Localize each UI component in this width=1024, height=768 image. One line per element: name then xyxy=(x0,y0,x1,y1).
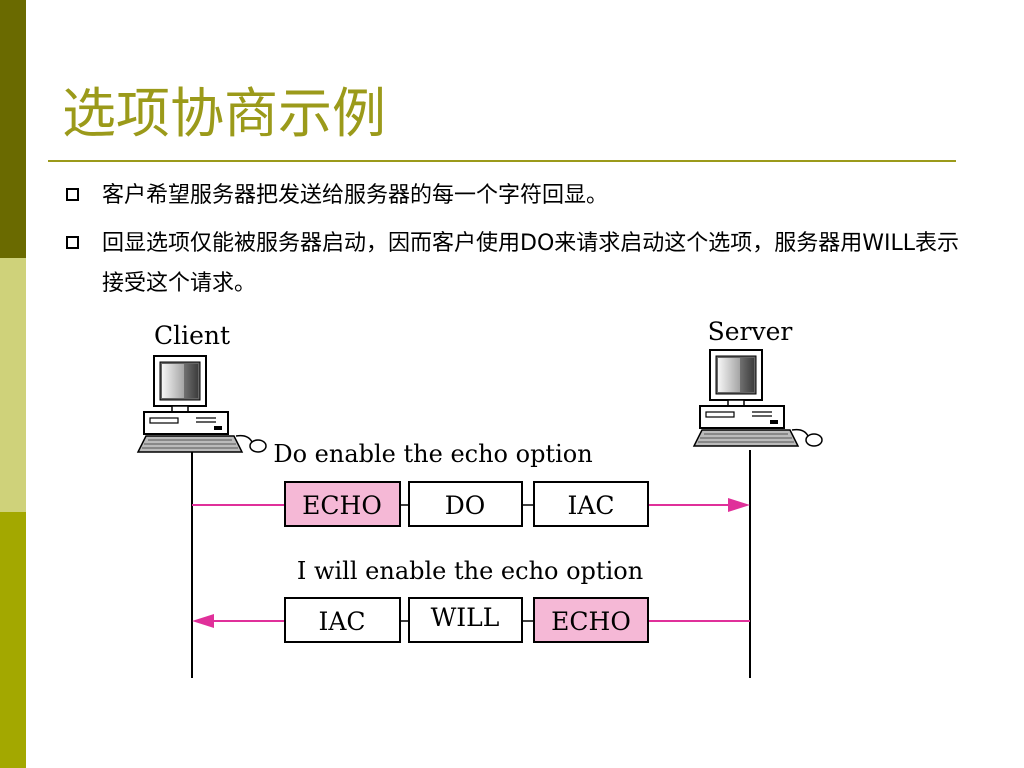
sidebar-segment-top xyxy=(0,0,26,258)
message2-field-iac xyxy=(284,597,401,643)
message1-label: Do enable the echo option xyxy=(273,440,592,468)
square-bullet-icon xyxy=(66,188,79,201)
client-label: Client xyxy=(154,321,230,350)
slide-title: 选项协商示例 xyxy=(62,82,386,145)
server-computer-icon xyxy=(693,349,823,447)
message2-field-will xyxy=(408,597,523,643)
bullet-text: 客户希望服务器把发送给服务器的每一个字符回显。 xyxy=(102,183,609,208)
message2-field-echo-text: ECHO xyxy=(551,607,631,636)
sidebar-segment-middle xyxy=(0,258,26,512)
bullet-list: 客户希望服务器把发送给服务器的每一个字符回显。 回显选项仅能被服务器启动，因而客… xyxy=(66,176,966,312)
message2-field-echo xyxy=(533,597,649,643)
echo-negotiation-diagram: Client Server Do enable the echo option … xyxy=(137,317,823,678)
message1-field-do-text: DO xyxy=(445,491,486,520)
sidebar-segment-bottom xyxy=(0,512,26,768)
bullet-text: 回显选项仅能被服务器启动，因而客户使用DO来请求启动这个选项，服务器用WILL表… xyxy=(102,231,960,296)
message1-field-do xyxy=(408,481,523,527)
bullet-item: 客户希望服务器把发送给服务器的每一个字符回显。 xyxy=(66,176,966,216)
message1-field-iac xyxy=(533,481,649,527)
sidebar-decoration xyxy=(0,0,26,768)
message1-field-echo xyxy=(284,481,401,527)
message2-field-iac-text: IAC xyxy=(318,607,365,636)
message1-field-iac-text: IAC xyxy=(567,491,614,520)
message2-arrowhead xyxy=(192,614,214,628)
square-bullet-icon xyxy=(66,236,79,249)
client-computer-icon xyxy=(137,355,267,453)
message1-field-echo-text: ECHO xyxy=(302,491,382,520)
message2-label: I will enable the echo option xyxy=(297,557,643,585)
message2-field-will-text: WILL xyxy=(431,603,500,632)
title-divider xyxy=(48,160,956,162)
server-label: Server xyxy=(708,317,793,346)
bullet-item: 回显选项仅能被服务器启动，因而客户使用DO来请求启动这个选项，服务器用WILL表… xyxy=(66,224,966,304)
message1-arrowhead xyxy=(728,498,750,512)
